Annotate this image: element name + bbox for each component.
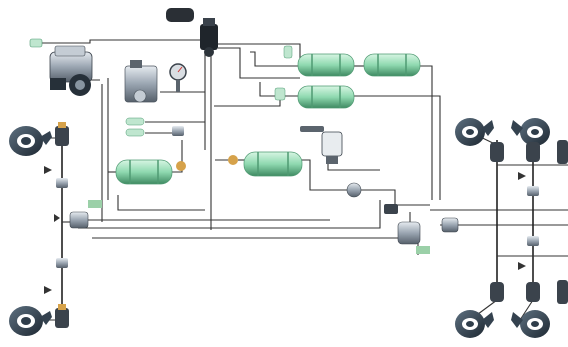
front-valve (69, 200, 102, 229)
air-tank-5 (243, 151, 303, 177)
air-tank-3 (297, 85, 355, 109)
front-left-wheel (9, 126, 52, 156)
front-right-wheel (455, 118, 494, 146)
left-brake-chamber-rear (55, 304, 69, 328)
pressure-gauge (169, 63, 187, 92)
brake-valve (300, 126, 343, 164)
left-axle-fittings (44, 166, 68, 294)
rear-left-wheel-1 (455, 310, 494, 338)
rear-left-wheel-2 (9, 306, 52, 336)
left-brake-chamber-front (55, 122, 69, 146)
compressor (49, 45, 93, 96)
air-tank-4 (115, 159, 173, 185)
rear-right-wheel-1 (511, 118, 550, 146)
right-brake-chambers (490, 140, 568, 304)
governor (124, 60, 158, 103)
rear-right-wheel-2 (511, 310, 550, 338)
inlet-fitting (29, 38, 43, 48)
dryer (166, 8, 218, 57)
air-tank-2 (363, 53, 421, 77)
small-valves (125, 45, 293, 171)
relay-valve (346, 182, 362, 198)
air-tank-1 (297, 53, 355, 77)
trailer-valve (384, 204, 459, 254)
